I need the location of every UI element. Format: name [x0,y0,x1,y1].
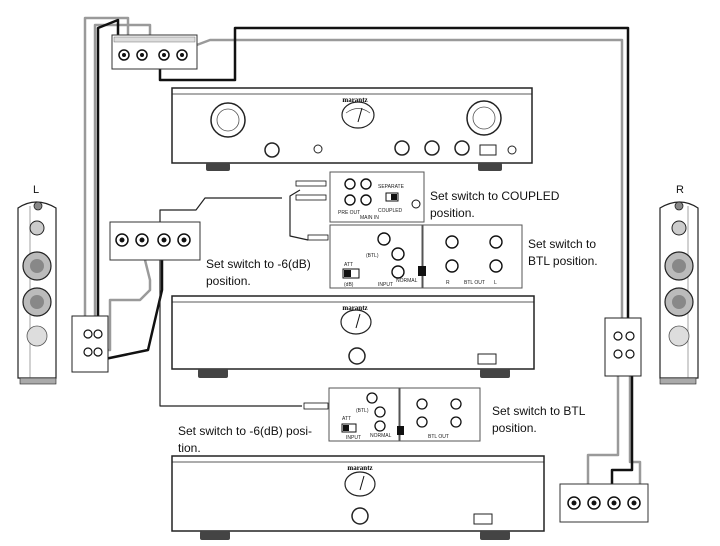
note-att-lower: Set switch to -6(dB) posi- tion. [178,423,312,457]
rca-cable-pre-to-lower [159,197,302,407]
main-in-label: MAIN IN [360,215,379,221]
left-speaker [17,201,109,385]
lower-att-label: ATT [342,416,351,422]
note-coupled-line-2: position. [430,206,475,220]
lower-btl-out-label: BTL OUT [428,434,449,440]
note-att-upper-line-2: position. [206,274,251,288]
cable-black-mid [99,248,164,362]
upper-amp-btl-out-panel: R BTL OUT L [418,224,523,289]
note-att-lower-line-1: Set switch to -6(dB) posi- [178,424,313,438]
brand-logo: marantz [342,96,367,104]
upper-att-label: ATT [344,262,353,268]
note-btl-right-line-1: Set switch to [528,237,597,251]
upper-input-label: INPUT [378,282,393,288]
cable-black-top [158,26,630,325]
brand-logo-mid: marantz [342,304,367,312]
lower-input-label: INPUT [346,435,361,441]
cable-black-right [610,352,634,492]
lower-btl-label: (BTL) [356,408,369,414]
preamp-rear-panel: SEPARATE COUPLED PRE OUT MAIN IN [295,171,425,223]
upper-normal-label: NORMAL [396,278,418,284]
brand-logo-bottom: marantz [347,464,372,472]
speaker-terminal-block-mid [109,221,201,261]
cable-grey-right-bottom [586,352,620,488]
separate-label: SEPARATE [378,184,405,190]
power-amplifier-upper: marantz [171,295,535,378]
note-att-upper-line-1: Set switch to -6(dB) [206,257,311,271]
right-speaker [604,201,699,385]
right-speaker-label: R [676,184,684,196]
note-btl-right-line-2: BTL position. [528,254,598,268]
cable-black-left-outer [96,18,120,360]
upper-btl-out-label: BTL OUT [464,280,485,286]
note-btl-lower: Set switch to BTL position. [492,403,585,437]
speaker-terminal-block-bottom [559,483,649,523]
note-btl-lower-line-1: Set switch to BTL [492,404,586,418]
note-btl-right: Set switch to BTL position. [528,236,598,270]
note-att-lower-line-2: tion. [178,441,201,455]
note-coupled: Set switch to COUPLED position. [430,188,559,222]
left-speaker-label: L [33,184,40,196]
note-att-upper: Set switch to -6(dB) position. [206,256,311,290]
cable-grey-right-bottom-2 [628,352,642,490]
note-btl-lower-line-2: position. [492,421,537,435]
cable-grey-mid-left [98,247,152,352]
upper-r-label: R [446,280,450,286]
pre-out-label: PRE OUT [338,210,360,216]
upper-amp-input-panel: (BTL) ATT (dB) INPUT NORMAL [307,224,423,289]
coupled-label: COUPLED [378,208,403,214]
power-amplifier-lower: marantz [171,455,545,540]
lower-amp-input-panel: (BTL) ATT INPUT NORMAL [303,387,400,442]
integrated-amplifier: marantz [171,87,533,171]
speaker-terminal-block-top [111,34,198,70]
lower-normal-label: NORMAL [370,433,392,439]
cable-grey-left-inner [93,23,152,324]
upper-l-label: L [494,280,497,286]
rca-cable-pre-to-input [289,189,309,241]
upper-db-label: (dB) [344,282,354,288]
note-coupled-line-1: Set switch to COUPLED [430,189,560,203]
upper-btl-label: (BTL) [366,253,379,259]
lower-amp-btl-out-panel: BTL OUT [397,387,481,442]
